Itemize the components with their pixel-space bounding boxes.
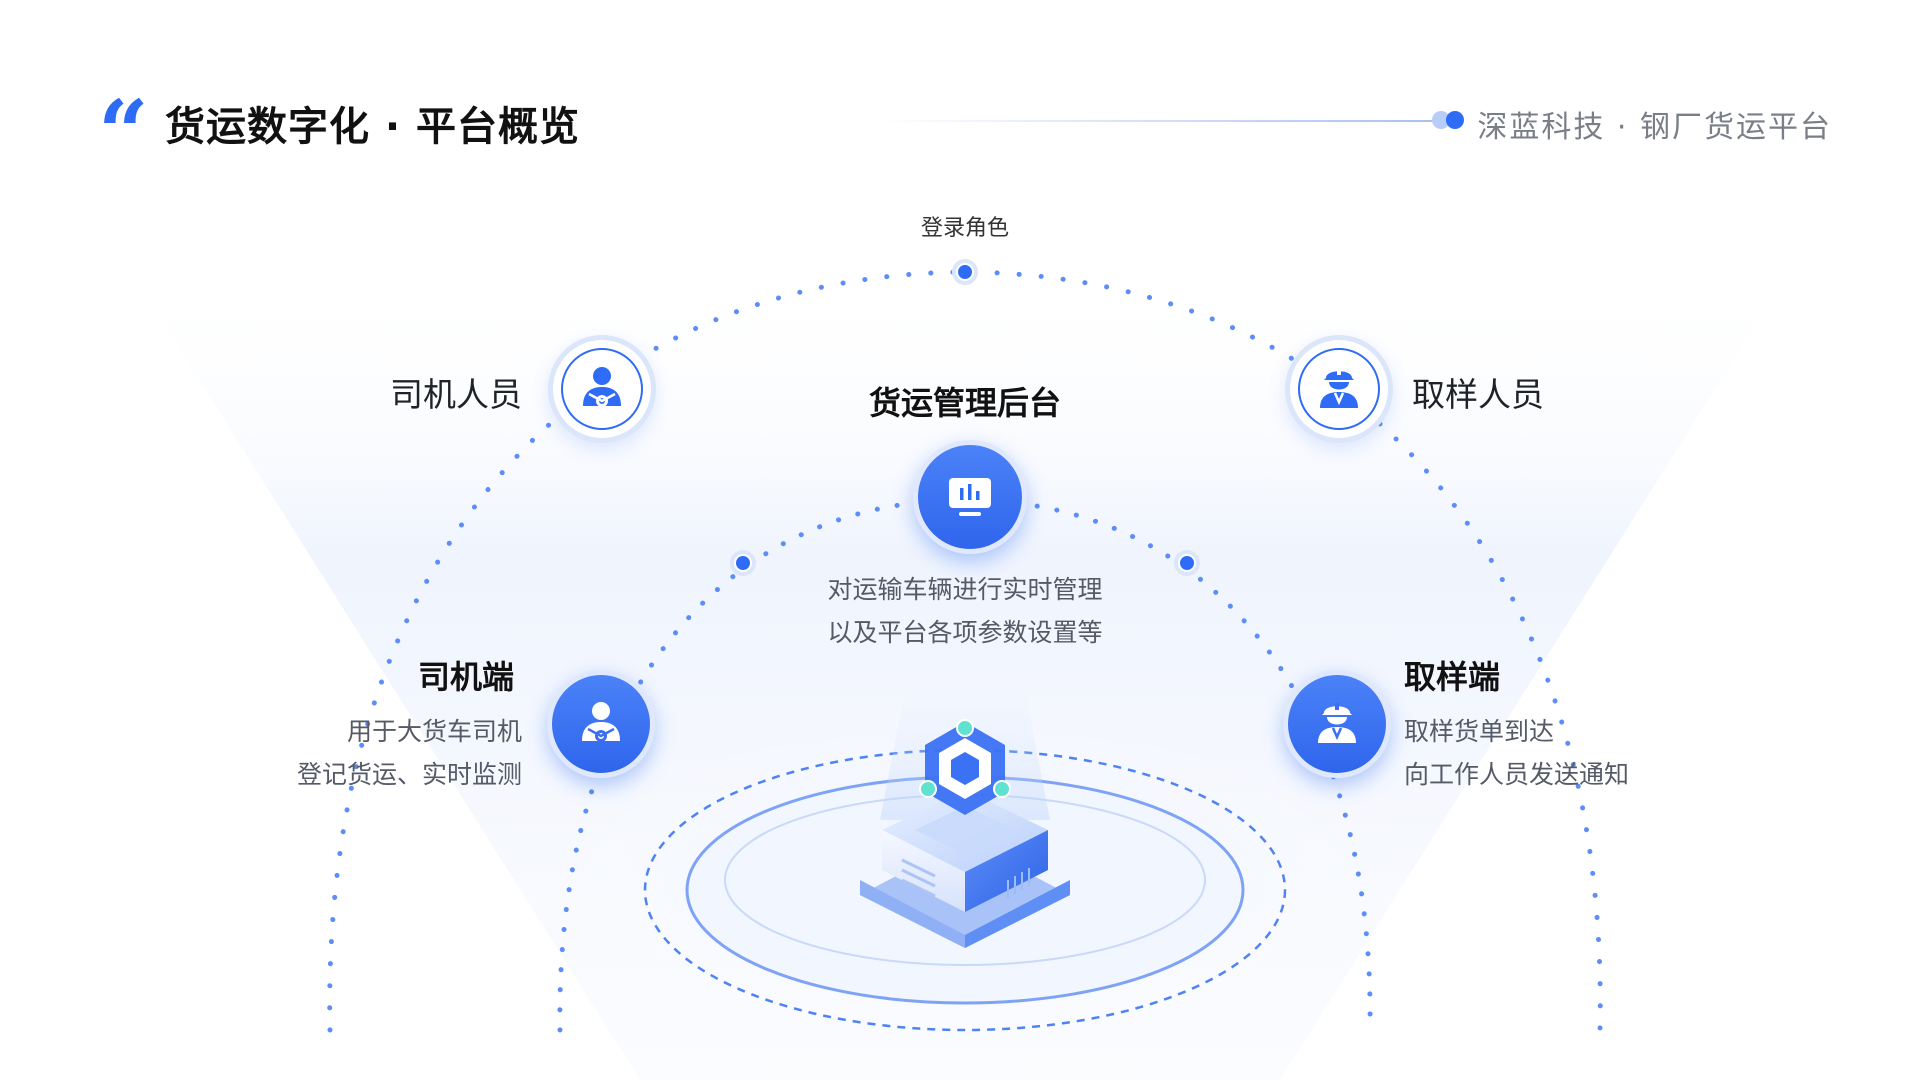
driver-person-icon [583, 367, 621, 407]
page-title: 货运数字化 · 平台概览 [165, 104, 581, 150]
login-role-label: 登录角色 [920, 216, 1009, 241]
header-divider [880, 120, 1440, 122]
sampler-end-desc-line: 取样货单到达 [1404, 717, 1555, 746]
hub-node[interactable] [913, 440, 1027, 554]
hub-description: 对运输车辆进行实时管理 以及平台各项参数设置等 [780, 568, 1150, 654]
driver-end-description: 用于大货车司机 登记货运、实时监测 [250, 710, 522, 796]
sampler-end-title: 取样端 [1404, 658, 1501, 696]
sampler-end-desc-line: 向工作人员发送通知 [1404, 760, 1630, 789]
hub-desc-line: 对运输车辆进行实时管理 [827, 575, 1103, 604]
monitor-chart-icon [949, 478, 991, 516]
sampler-role-node[interactable] [1285, 335, 1393, 443]
hub-desc-line: 以及平台各项参数设置等 [827, 618, 1103, 647]
worker-helmet-icon [1320, 368, 1358, 408]
quote-icon: “ [98, 80, 149, 184]
driver-end-desc-line: 登记货运、实时监测 [296, 760, 522, 789]
hub-title: 货运管理后台 [868, 384, 1061, 422]
driver-end-desc-line: 用于大货车司机 [346, 717, 522, 746]
header-dot [1446, 111, 1464, 129]
header-dot-light [1432, 111, 1450, 129]
driver-person-icon [582, 702, 620, 742]
driver-role-label: 司机人员 [390, 375, 522, 414]
sampler-end-description: 取样货单到达 向工作人员发送通知 [1404, 710, 1704, 796]
driver-role-node[interactable] [548, 335, 656, 443]
sampler-role-label: 取样人员 [1412, 375, 1544, 414]
sampler-end-node[interactable] [1283, 670, 1391, 778]
driver-end-title: 司机端 [418, 658, 515, 696]
worker-helmet-icon [1318, 703, 1356, 743]
server-platform-icon [860, 719, 1070, 948]
driver-end-node[interactable] [547, 670, 655, 778]
brand-label: 深蓝科技 · 钢厂货运平台 [1477, 110, 1832, 145]
